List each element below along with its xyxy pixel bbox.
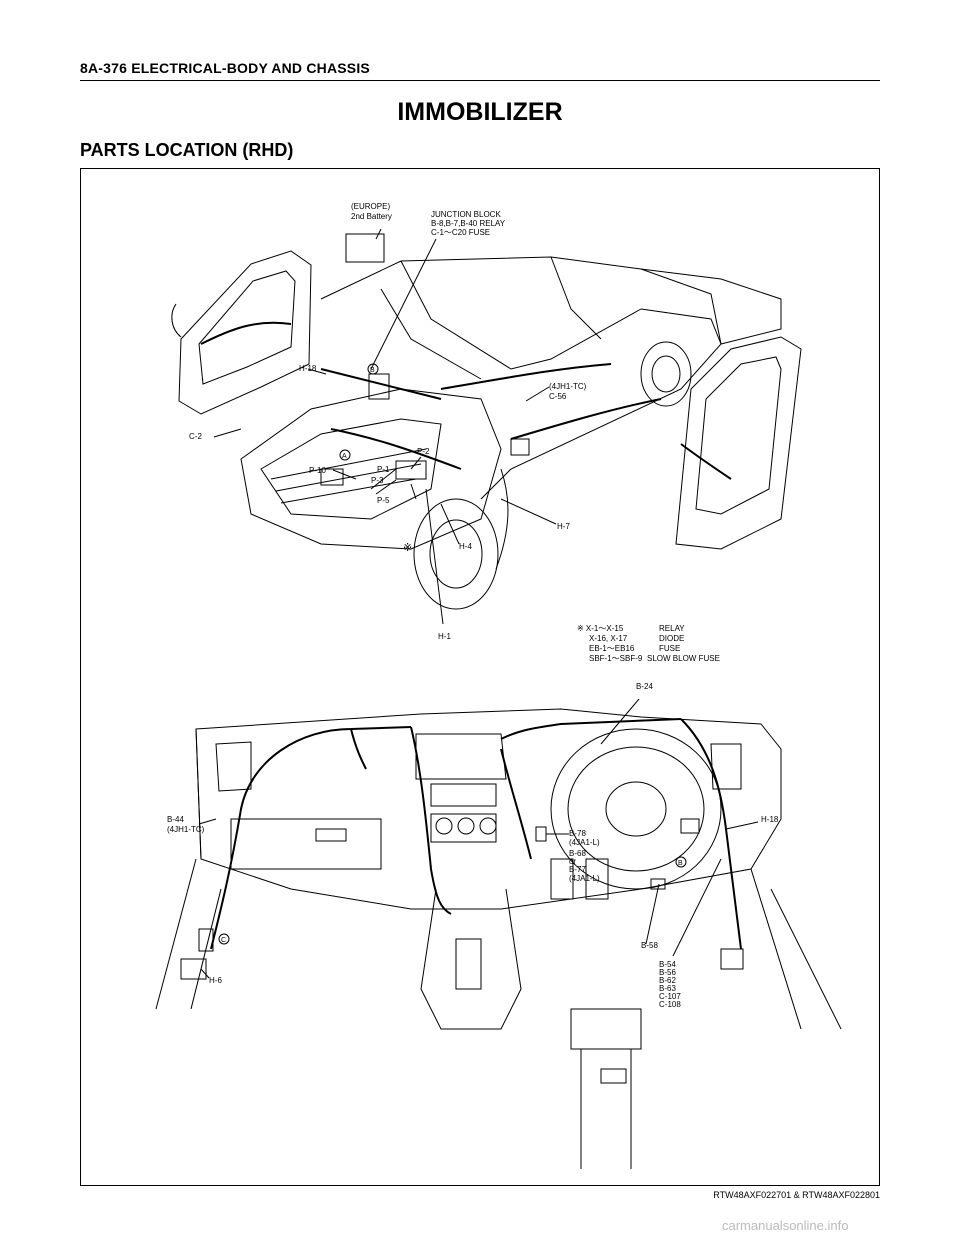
- page-subtitle: PARTS LOCATION (RHD): [80, 140, 294, 160]
- label-h6: H-6: [209, 976, 222, 985]
- note-relay: RELAY: [659, 624, 685, 633]
- label-c2: C-2: [189, 432, 202, 441]
- label-b44: B-44: [167, 815, 184, 824]
- watermark: carmanualsonline.info: [722, 1218, 849, 1233]
- label-battery: 2nd Battery: [351, 212, 392, 221]
- page-header: 8A-376 ELECTRICAL-BODY AND CHASSIS: [80, 58, 880, 81]
- label-b54: B-54: [659, 960, 676, 969]
- vehicle-drawing: [171, 233, 802, 610]
- label-p10: P-10: [309, 466, 326, 475]
- label-junction-relay: B-8,B-7,B-40 RELAY: [431, 219, 506, 228]
- label-b77-engine: (4JA1-L): [569, 874, 600, 883]
- dashboard-labels: B-24 B-44 (4JH1-TC) H-18 B-78 (4JA1-L) B…: [167, 682, 779, 1009]
- label-junction-fuse: C-1～C20 FUSE: [431, 228, 490, 237]
- label-or: or: [569, 857, 576, 866]
- label-c107: C-107: [659, 992, 681, 1001]
- label-c56: C-56: [549, 392, 567, 401]
- label-b77: B-77: [569, 865, 586, 874]
- label-b56: B-56: [659, 968, 676, 977]
- wiring-diagram: (EUROPE) 2nd Battery JUNCTION BLOCK B-8,…: [155, 202, 842, 1169]
- figure-reference: RTW48AXF022701 & RTW48AXF022801: [713, 1190, 880, 1200]
- circle-markers: A B B C: [218, 363, 687, 945]
- note-sbf: SLOW BLOW FUSE: [647, 654, 720, 663]
- marker-b-top: B: [370, 367, 375, 374]
- section-header: 8A-376 ELECTRICAL-BODY AND CHASSIS: [80, 60, 370, 76]
- label-c108: C-108: [659, 1000, 681, 1009]
- bottom-leader-lines: [198, 698, 759, 979]
- label-p3: P-3: [371, 476, 384, 485]
- label-h18: H-18: [761, 815, 779, 824]
- label-p2: P-2: [417, 447, 430, 456]
- label-b78: B-78: [569, 829, 586, 838]
- label-b58: B-58: [641, 941, 658, 950]
- label-b78-engine: (4JA1-L): [569, 838, 600, 847]
- note-fuse: FUSE: [659, 644, 680, 653]
- marker-a: A: [342, 453, 347, 460]
- marker-b-bottom: B: [678, 860, 683, 867]
- label-europe: (EUROPE): [351, 202, 390, 211]
- dashboard-drawing: [155, 708, 842, 1169]
- diagram-frame: (EUROPE) 2nd Battery JUNCTION BLOCK B-8,…: [80, 168, 880, 1186]
- note-relay-range: ※ X-1～X-15: [577, 624, 624, 633]
- page-title: IMMOBILIZER: [397, 98, 563, 126]
- label-h7: H-7: [557, 522, 570, 531]
- label-b63: B-63: [659, 984, 676, 993]
- top-leader-lines: [213, 228, 557, 625]
- note-diode-range: X-16, X-17: [589, 634, 628, 643]
- note-fuse-range: EB-1～EB16: [589, 644, 635, 653]
- note-diode: DIODE: [659, 634, 684, 643]
- label-p1: P-1: [377, 465, 390, 474]
- label-junction-block: JUNCTION BLOCK: [431, 210, 501, 219]
- label-4jh1-tc-top: (4JH1-TC): [549, 382, 587, 391]
- label-h1: H-1: [438, 632, 451, 641]
- label-b62: B-62: [659, 976, 676, 985]
- label-h4: H-4: [459, 542, 472, 551]
- label-b44-engine: (4JH1-TC): [167, 825, 205, 834]
- label-b24: B-24: [636, 682, 653, 691]
- label-p5: P-5: [377, 496, 390, 505]
- label-mark: ※: [403, 542, 412, 554]
- note-sbf-range: SBF-1～SBF-9: [589, 654, 643, 663]
- label-b68: B-68: [569, 849, 586, 858]
- legend-note: ※ X-1～X-15 RELAY X-16, X-17 DIODE EB-1～E…: [577, 624, 720, 663]
- label-h18-top: H-18: [299, 364, 317, 373]
- marker-c: C: [221, 937, 226, 944]
- vehicle-labels: (EUROPE) 2nd Battery JUNCTION BLOCK B-8,…: [189, 202, 587, 641]
